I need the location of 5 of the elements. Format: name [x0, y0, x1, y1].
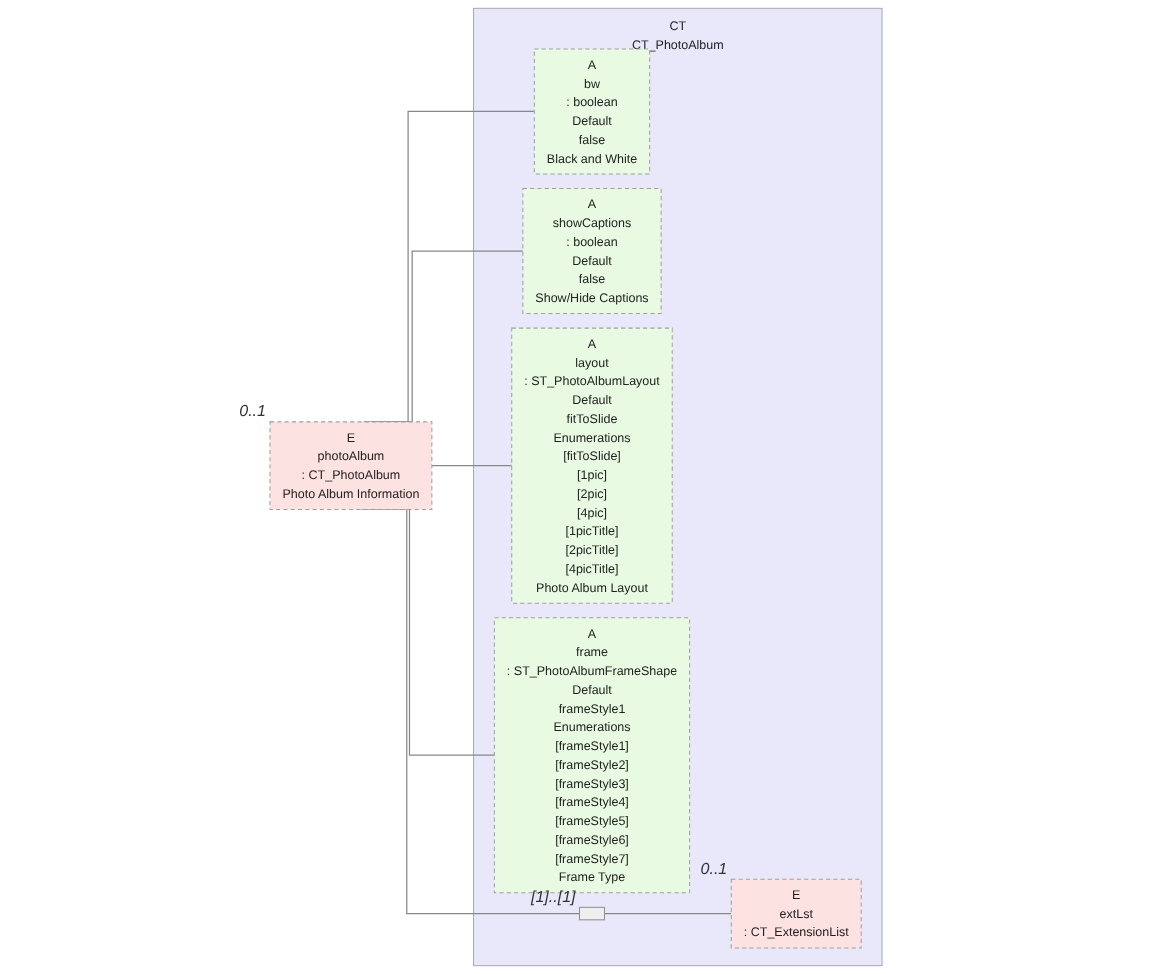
cardinality-label: 0..1	[700, 859, 728, 878]
cardinality-label: 0..1	[239, 401, 266, 420]
connector	[431, 465, 513, 467]
node-box	[578, 906, 605, 921]
connector	[603, 912, 732, 915]
